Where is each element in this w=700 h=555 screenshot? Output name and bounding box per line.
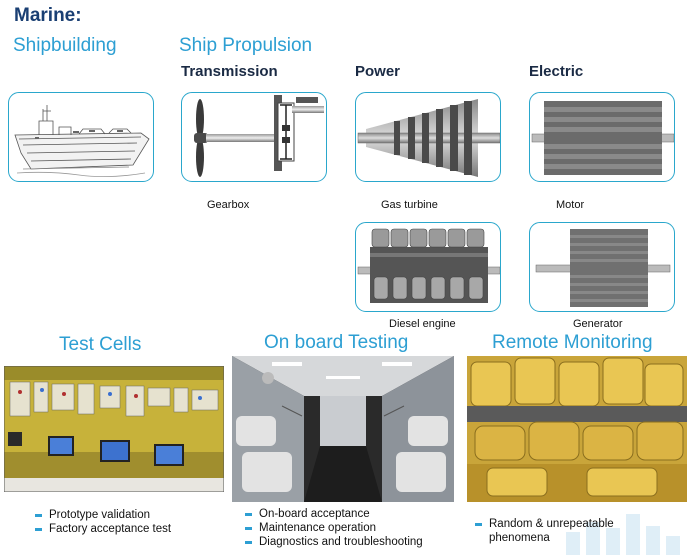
bullet-marker	[35, 514, 42, 517]
generator-card	[529, 222, 675, 312]
remote-bullets: Random & unrepeatable phenomena	[475, 517, 635, 545]
ship-card	[8, 92, 154, 182]
list-item: Diagnostics and troubleshooting	[245, 535, 423, 549]
bullet-marker	[475, 523, 482, 526]
page-title: Marine:	[14, 5, 82, 26]
list-item: Factory acceptance test	[35, 522, 171, 536]
diesel-engine-card	[355, 222, 501, 312]
caption-motor: Motor	[556, 199, 585, 211]
motor-icon	[531, 101, 674, 175]
bullet-marker	[245, 541, 252, 544]
caption-diesel-engine: Diesel engine	[389, 318, 456, 330]
caption-generator: Generator	[573, 318, 623, 330]
test-cell-control-room-photo	[4, 366, 224, 492]
list-item-text: Maintenance operation	[259, 522, 376, 534]
label-transmission: Transmission	[181, 63, 278, 80]
caption-gas-turbine: Gas turbine	[381, 199, 438, 211]
bullet-marker	[245, 513, 252, 516]
label-power: Power	[355, 63, 401, 80]
list-item: Random & unrepeatable phenomena	[475, 517, 635, 545]
gearbox-icon	[194, 95, 324, 177]
engine-room-photo	[232, 356, 454, 502]
list-item: On-board acceptance	[245, 507, 423, 521]
title-onboard-testing: On board Testing	[264, 332, 409, 353]
gearbox-card	[181, 92, 327, 182]
list-item: Prototype validation	[35, 508, 171, 522]
bullet-marker	[35, 528, 42, 531]
gas-turbine-card	[355, 92, 501, 182]
label-electric: Electric	[529, 63, 584, 80]
gas-turbine-icon	[357, 99, 500, 177]
title-remote-monitoring: Remote Monitoring	[492, 332, 653, 353]
caption-gearbox: Gearbox	[207, 199, 250, 211]
generator-icon	[535, 229, 671, 307]
list-item-text: Prototype validation	[49, 509, 151, 521]
list-item-text: On-board acceptance	[259, 508, 370, 520]
diesel-engine-photo	[467, 356, 687, 502]
motor-card	[529, 92, 675, 182]
bullet-marker	[245, 527, 252, 530]
diesel-engine-icon	[357, 228, 500, 303]
list-item-text: Diagnostics and troubleshooting	[259, 536, 423, 548]
test-cells-bullets: Prototype validation Factory acceptance …	[35, 508, 171, 536]
list-item: Maintenance operation	[245, 521, 423, 535]
aircraft-carrier-sketch	[14, 105, 150, 177]
decorative-bars-graphic	[566, 514, 680, 555]
list-item-text: Factory acceptance test	[49, 523, 172, 535]
onboard-bullets: On-board acceptance Maintenance operatio…	[245, 507, 423, 549]
section-shipbuilding: Shipbuilding	[13, 35, 117, 56]
section-ship-propulsion: Ship Propulsion	[179, 35, 313, 56]
title-test-cells: Test Cells	[59, 334, 142, 355]
list-item-text: Random & unrepeatable phenomena	[489, 518, 614, 544]
